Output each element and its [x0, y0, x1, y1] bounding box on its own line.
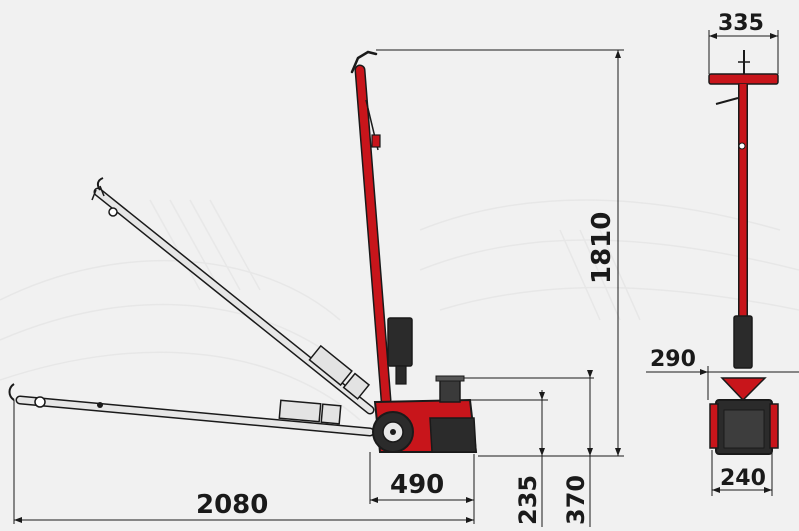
dim-max-height: 1810 [587, 212, 617, 284]
dim-base-length: 490 [390, 470, 444, 500]
background-tire-pattern [0, 199, 799, 421]
dim-saddle-min: 235 [514, 475, 542, 525]
ghost-handle-raised [91, 177, 375, 415]
front-view-jack [708, 50, 779, 455]
jack-base [372, 375, 478, 453]
red-handle-upright [350, 50, 413, 406]
dim-saddle-mid: 370 [562, 475, 590, 525]
dim-total-length: 2080 [196, 490, 268, 520]
dim-wheel-track: 240 [720, 466, 766, 491]
dimension-lines [13, 49, 624, 527]
dim-handle-width: 335 [718, 11, 764, 36]
dim-front-width: 290 [650, 347, 696, 372]
ghost-handle-lowered [8, 383, 375, 437]
front-dimension-lines [646, 30, 799, 496]
